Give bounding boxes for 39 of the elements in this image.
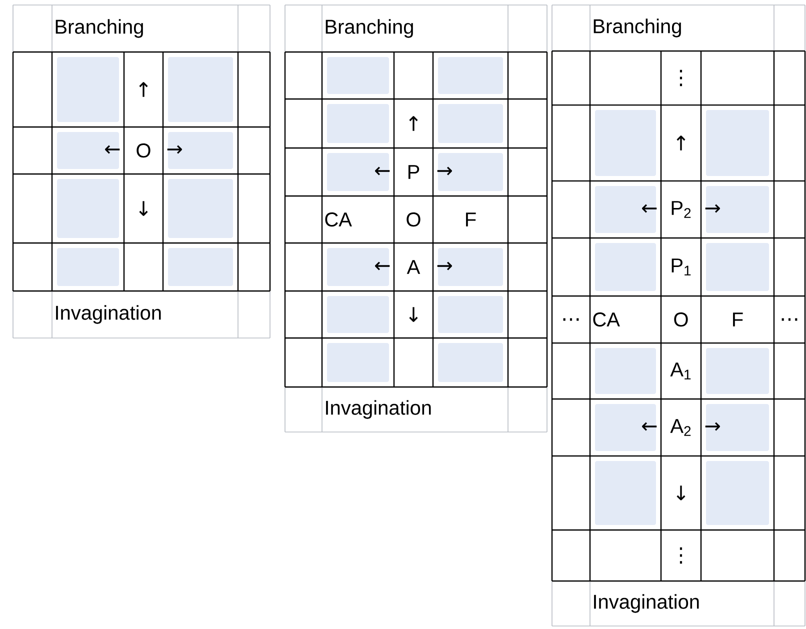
- direction-arrow: ←: [642, 204, 657, 213]
- direction-arrow: ↓: [676, 486, 686, 500]
- cell-letter: P$_{2}$: [672, 201, 691, 218]
- direction-arrow: →: [437, 166, 452, 176]
- cell-letter: CA: [593, 312, 620, 327]
- direction-arrow: ↓: [139, 201, 148, 216]
- cell-letter: F: [466, 212, 476, 226]
- ellipsis: ⋮: [680, 70, 682, 86]
- cell-letter: CA: [325, 212, 352, 227]
- cell-letter: P: [408, 165, 420, 179]
- table-footer: Invagination: [594, 594, 699, 613]
- cell-letter: O: [406, 212, 420, 227]
- table-heading: Branching: [594, 18, 681, 38]
- table-footer: Invagination: [56, 305, 161, 324]
- direction-arrow: ↑: [409, 116, 418, 131]
- table-heading: Branching: [56, 19, 143, 38]
- direction-arrow: →: [167, 145, 182, 154]
- direction-arrow: →: [705, 422, 720, 431]
- direction-arrow: ↑: [139, 82, 148, 97]
- direction-arrow: ←: [105, 145, 120, 154]
- table-footer: Invagination: [326, 400, 431, 419]
- ellipsis: …: [782, 318, 798, 321]
- ellipsis: ⋮: [680, 547, 682, 564]
- direction-arrow: ↓: [409, 307, 418, 322]
- cell-letter: P$_{1}$: [672, 258, 691, 276]
- ellipsis: …: [563, 318, 579, 321]
- direction-arrow: ←: [375, 166, 390, 176]
- direction-arrow: →: [705, 204, 720, 213]
- cell-letter: A$_{2}$: [670, 419, 691, 436]
- direction-arrow: ←: [642, 422, 657, 431]
- direction-arrow: →: [437, 262, 452, 270]
- table-heading: Branching: [326, 19, 413, 38]
- cell-letter: O: [136, 143, 150, 158]
- direction-arrow: ↑: [676, 136, 686, 150]
- cell-letter: A$_{1}$: [670, 362, 691, 380]
- cell-letter: F: [733, 312, 743, 326]
- direction-arrow: ←: [375, 262, 390, 270]
- cell-letter: A: [406, 260, 420, 274]
- cell-letter: O: [674, 312, 688, 327]
